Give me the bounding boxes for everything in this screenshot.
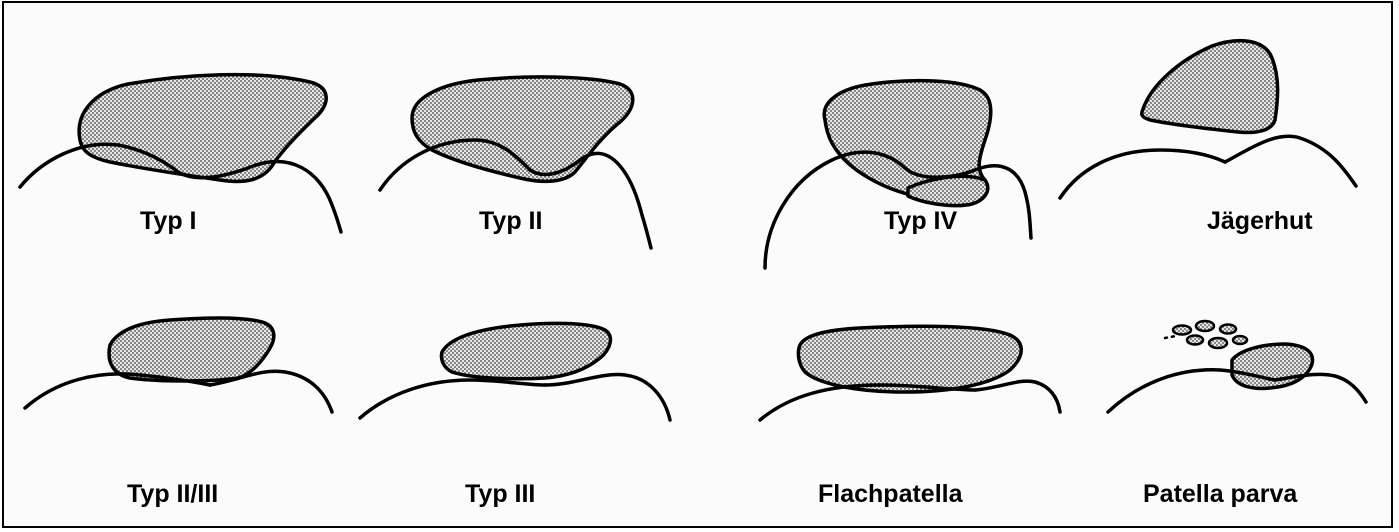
typ-iii-femur-right [545,375,670,420]
patella-parva-fragment [1196,321,1214,331]
label-typ-i: Typ I [140,209,196,234]
patella-parva-dots [1165,336,1176,338]
patella-parva-fragment [1209,338,1227,348]
typ-ii-iii-shape [25,318,332,412]
typ-iv-shape [765,81,1031,268]
typ-ii-iii-femur-left [25,374,210,408]
patella-parva-fragment [1220,325,1236,334]
label-typ-iv: Typ IV [884,209,957,234]
label-typ-ii: Typ II [479,209,542,234]
typ-i-patella [79,75,326,182]
typ-ii-iii-patella [109,318,274,381]
patella-parva-fragment [1233,336,1247,344]
flachpatella-femur-right [975,381,1060,412]
patella-parva-patella [1232,344,1313,388]
patella-parva-shape [1108,321,1366,412]
typ-iii-shape [360,323,670,420]
label-typ-ii-iii: Typ II/III [127,482,218,507]
jaegerhut-femur-left [1060,150,1225,198]
typ-iii-patella [441,323,610,378]
patella-parva-femur-left [1108,370,1275,412]
typ-ii-patella [412,77,633,181]
patella-parva-femur-right [1275,374,1366,402]
patella-parva-fragment [1173,326,1191,335]
label-typ-iii: Typ III [465,482,535,507]
typ-iii-femur-left [360,380,545,418]
flachpatella-shape [760,326,1060,420]
flachpatella-patella [798,326,1021,392]
patella-parva-fragment [1187,336,1203,345]
label-flachpatella: Flachpatella [818,482,963,507]
jaegerhut-femur-right [1225,136,1356,186]
label-jaegerhut: Jägerhut [1207,209,1313,234]
label-patella-parva: Patella parva [1143,482,1297,507]
jaegerhut-shape [1060,41,1356,198]
jaegerhut-patella [1142,41,1278,133]
